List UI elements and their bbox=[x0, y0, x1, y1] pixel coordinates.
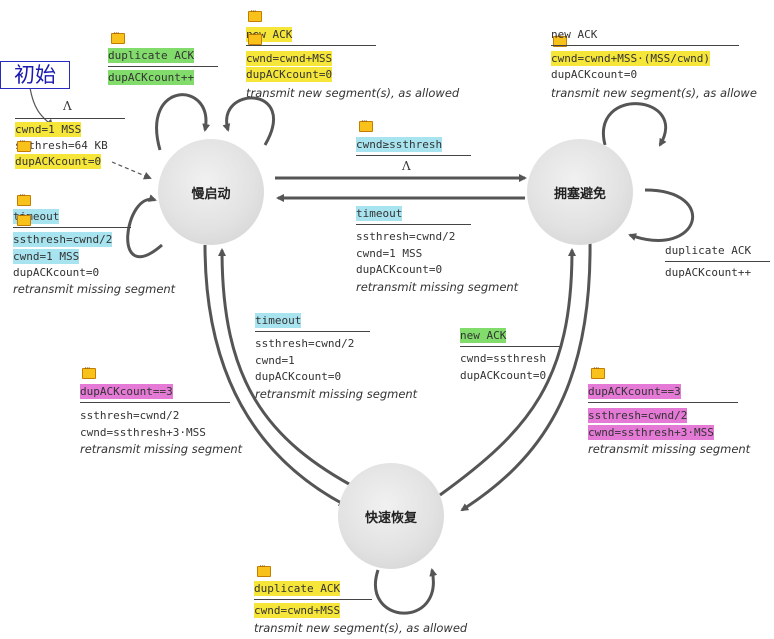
comment-note-icon[interactable] bbox=[359, 117, 373, 132]
ca-timeout-action-2: cwnd=1 MSS bbox=[356, 247, 423, 260]
ca-dup3-event: dupACKcount==3 bbox=[588, 384, 681, 399]
ss-dup-ack-event: duplicate ACK bbox=[108, 48, 195, 63]
ca-timeout-action-4: retransmit missing segment bbox=[356, 280, 519, 294]
ca-new-ack-action-3: transmit new segment(s), as allowe bbox=[551, 86, 757, 100]
init-cwnd: cwnd=1 MSS bbox=[15, 122, 82, 137]
ss-timeout-divider bbox=[13, 227, 131, 228]
state-fast-recovery-label: 快速恢复 bbox=[364, 510, 417, 526]
comment-note-icon[interactable] bbox=[591, 364, 605, 379]
ss-dup3-action-3: retransmit missing segment bbox=[80, 442, 243, 456]
ca-new-ack-divider bbox=[551, 45, 739, 46]
fr-to-ca-arrow bbox=[439, 248, 576, 497]
ss-new-ack-loop bbox=[222, 96, 275, 146]
ss-new-ack-divider bbox=[246, 45, 376, 46]
ca-dup3-divider bbox=[588, 402, 738, 403]
init-lambda: Λ bbox=[63, 99, 72, 113]
ss-to-ca-divider bbox=[356, 155, 471, 156]
fr-to-ss-arrow bbox=[218, 248, 361, 492]
ss-timeout-action-1: ssthresh=cwnd/2 bbox=[13, 232, 113, 247]
fr-new-ack-divider bbox=[460, 346, 560, 347]
ca-timeout-action-3: dupACKcount=0 bbox=[356, 263, 443, 276]
ca-new-ack-action-1: cwnd=cwnd+MSS·(MSS/cwnd) bbox=[551, 51, 710, 66]
state-slow-start-label: 慢启动 bbox=[191, 186, 231, 202]
state-congestion-avoidance: 拥塞避免 bbox=[527, 139, 633, 245]
ca-new-ack-action-2: dupACKcount=0 bbox=[551, 68, 638, 81]
comment-note-icon[interactable] bbox=[17, 191, 31, 206]
init-dupackcount: dupACKcount=0 bbox=[15, 154, 102, 169]
comment-note-icon[interactable] bbox=[82, 364, 96, 379]
ca-to-fr-arrow bbox=[460, 239, 592, 512]
ca-timeout-divider bbox=[356, 224, 471, 225]
ss-to-fr-arrow bbox=[203, 244, 347, 507]
comment-note-icon[interactable] bbox=[553, 32, 567, 47]
comment-note-icon[interactable] bbox=[17, 211, 31, 226]
ss-to-ca-action: Λ bbox=[402, 159, 411, 173]
ss-dup-ack-loop bbox=[155, 93, 211, 151]
comment-note-icon[interactable] bbox=[248, 30, 262, 45]
comment-note-icon[interactable] bbox=[257, 562, 271, 577]
state-congestion-avoidance-label: 拥塞避免 bbox=[553, 186, 606, 202]
init-ssthresh: ssthresh=64 KB bbox=[15, 139, 108, 152]
ca-dup3-action-3: retransmit missing segment bbox=[588, 442, 751, 456]
ss-dup3-action-2: cwnd=ssthresh+3·MSS bbox=[80, 426, 206, 439]
fr-dup-ack-loop bbox=[374, 568, 438, 615]
ss-dup3-event: dupACKcount==3 bbox=[80, 384, 173, 399]
ca-dup3-action-1: ssthresh=cwnd/2 bbox=[588, 408, 688, 423]
fr-timeout-action-4: retransmit missing segment bbox=[255, 387, 418, 401]
fr-dup-ack-action-2: transmit new segment(s), as allowed bbox=[254, 621, 468, 635]
ca-dup-ack-loop bbox=[628, 188, 695, 242]
fr-dup-ack-event: duplicate ACK bbox=[254, 581, 341, 596]
init-label-pointer bbox=[29, 87, 54, 128]
fr-dup-ack-action-1: cwnd=cwnd+MSS bbox=[254, 603, 341, 618]
ca-new-ack-event: new ACK bbox=[551, 28, 598, 41]
ss-new-ack-action-2: dupACKcount=0 bbox=[246, 67, 333, 82]
fr-new-ack-action-2: dupACKcount=0 bbox=[460, 369, 547, 382]
comment-note-icon[interactable] bbox=[248, 7, 262, 22]
fr-timeout-action-1: ssthresh=cwnd/2 bbox=[255, 337, 355, 350]
ss-new-ack-action-3: transmit new segment(s), as allowed bbox=[246, 86, 460, 100]
ss-timeout-action-3: dupACKcount=0 bbox=[13, 266, 100, 279]
state-fast-recovery: 快速恢复 bbox=[338, 463, 444, 569]
fr-new-ack-event: new ACK bbox=[460, 328, 507, 343]
fr-timeout-event: timeout bbox=[255, 313, 302, 328]
fr-new-ack-action-1: cwnd=ssthresh bbox=[460, 352, 547, 365]
ca-dup-ack-divider bbox=[665, 261, 770, 262]
comment-note-icon[interactable] bbox=[17, 137, 31, 152]
fr-timeout-divider bbox=[255, 331, 370, 332]
fr-dup-ack-divider bbox=[254, 599, 372, 600]
state-slow-start: 慢启动 bbox=[158, 139, 264, 245]
ss-to-ca-event: cwnd≥ssthresh bbox=[356, 137, 443, 152]
ss-dup-ack-action: dupACKcount++ bbox=[108, 70, 195, 85]
ca-timeout-action-1: ssthresh=cwnd/2 bbox=[356, 230, 456, 243]
ca-timeout-event: timeout bbox=[356, 206, 403, 221]
init-divider bbox=[15, 118, 125, 119]
ca-dup3-action-2: cwnd=ssthresh+3·MSS bbox=[588, 425, 714, 440]
fr-timeout-action-3: dupACKcount=0 bbox=[255, 370, 342, 383]
init-annotation-box: 初始 bbox=[0, 61, 70, 89]
ca-dup-ack-event: duplicate ACK bbox=[665, 244, 752, 257]
ss-dup3-action-1: ssthresh=cwnd/2 bbox=[80, 409, 180, 422]
ss-timeout-loop bbox=[126, 194, 163, 259]
ss-dup-ack-divider bbox=[108, 66, 218, 67]
ss-dup3-divider bbox=[80, 402, 230, 403]
init-arrow bbox=[111, 161, 152, 180]
ss-new-ack-action-1: cwnd=cwnd+MSS bbox=[246, 51, 333, 66]
ss-timeout-action-4: retransmit missing segment bbox=[13, 282, 176, 296]
fr-timeout-action-2: cwnd=1 bbox=[255, 354, 295, 367]
comment-note-icon[interactable] bbox=[111, 29, 125, 44]
ca-dup-ack-action: dupACKcount++ bbox=[665, 266, 752, 279]
ss-timeout-action-2: cwnd=1 MSS bbox=[13, 249, 80, 264]
ca-new-ack-loop bbox=[601, 102, 668, 147]
